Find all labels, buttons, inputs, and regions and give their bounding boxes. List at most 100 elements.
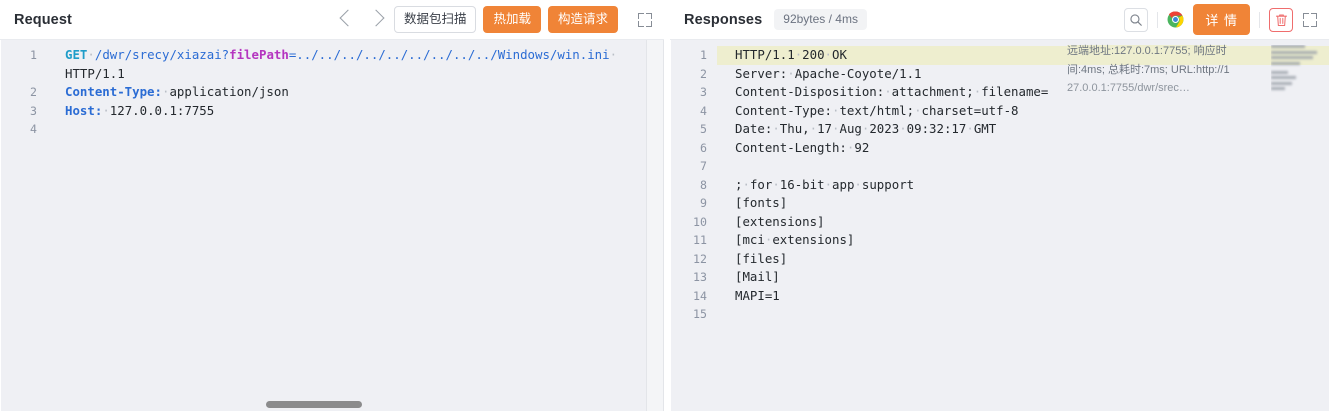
chevron-right-icon <box>367 9 385 26</box>
code-token: application/json <box>169 84 289 99</box>
code-line-text[interactable]: Host:·127.0.0.1:7755 <box>47 102 663 121</box>
code-line-text[interactable]: [Mail] <box>717 268 1329 287</box>
code-token: extensions] <box>772 232 855 247</box>
code-token: filename= <box>981 84 1049 99</box>
code-token: · <box>854 176 862 192</box>
line-number: 10 <box>693 214 707 229</box>
code-token: attachment; <box>891 84 974 99</box>
code-token: Server: <box>735 65 788 81</box>
code-token: · <box>832 121 840 136</box>
line-number: 13 <box>693 270 707 284</box>
code-line: 2 Server:·Apache-Coyote/1.1 <box>671 65 1329 84</box>
line-number: 1 <box>30 48 37 62</box>
code-token: Content-Length: <box>735 139 847 155</box>
packet-scan-button[interactable]: 数据包扫描 <box>393 6 477 33</box>
code-token: Apache-Coyote/1.1 <box>794 65 922 81</box>
code-line-text[interactable]: Content-Disposition:·attachment;·filenam… <box>717 83 1329 102</box>
code-token: Content-Type: <box>65 84 162 99</box>
code-line-text[interactable]: [extensions] <box>717 213 1329 232</box>
code-line-text[interactable]: Content-Type:·application/json <box>47 83 663 102</box>
code-token: 92 <box>854 139 870 155</box>
request-vertical-scrollbar[interactable] <box>646 40 663 411</box>
code-line: 7 <box>671 157 1329 176</box>
code-token: · <box>102 102 110 118</box>
code-token: filePath <box>229 47 289 62</box>
code-token: [files] <box>735 250 788 266</box>
code-line-text[interactable]: MAPI=1 <box>717 287 1329 306</box>
build-request-button[interactable]: 构造请求 <box>547 6 618 33</box>
code-line-wrap-continuation: HTTP/1.1 <box>65 65 125 81</box>
code-token: 200 <box>802 47 825 62</box>
code-token: [Mail] <box>735 269 780 284</box>
code-line-text[interactable]: [fonts] <box>717 194 1329 213</box>
toolbar-divider <box>1259 11 1260 28</box>
code-token: support <box>861 176 915 192</box>
delete-response-button[interactable] <box>1269 7 1293 32</box>
code-token: Content-Disposition: <box>735 84 885 99</box>
chevron-left-icon <box>339 9 357 26</box>
panel-divider <box>664 0 670 411</box>
code-line-text[interactable]: GET·/dwr/srecy/xiazai?filePath=../../../… <box>47 46 663 83</box>
request-code-area: 1 GET·/dwr/srecy/xiazai?filePath=../../..… <box>0 40 664 411</box>
code-token: ; <box>735 176 743 192</box>
prev-request-button[interactable] <box>339 9 357 29</box>
next-request-button[interactable] <box>367 9 385 29</box>
line-number: 7 <box>700 159 707 173</box>
line-number: 2 <box>30 85 37 99</box>
code-line: 14 MAPI=1 <box>671 287 1329 306</box>
expand-icon[interactable] <box>1303 12 1317 27</box>
code-token: · <box>772 121 780 136</box>
code-token: Aug <box>839 121 862 136</box>
line-number: 2 <box>700 66 707 81</box>
code-token: · <box>609 47 618 62</box>
code-token: 16-bit <box>779 176 825 192</box>
line-number: 14 <box>693 288 707 303</box>
code-line-text[interactable]: Server:·Apache-Coyote/1.1 <box>717 65 1329 84</box>
code-token: · <box>973 84 982 99</box>
code-token: Host: <box>65 102 103 118</box>
code-token: for <box>749 176 773 192</box>
code-line-text[interactable]: ;·for·16-bit·app·support <box>717 176 1329 195</box>
code-line-text[interactable]: Date:·Thu,·17·Aug·2023·09:32:17·GMT <box>717 120 1329 139</box>
open-in-browser-button[interactable] <box>1167 11 1184 28</box>
code-token: · <box>809 121 818 136</box>
code-token: · <box>742 176 750 192</box>
code-token: [extensions] <box>735 213 825 229</box>
response-size-time-badge: 92bytes / 4ms <box>774 9 867 30</box>
code-line-text[interactable]: Content-Type:·text/html;·charset=utf-8 <box>717 102 1329 121</box>
search-button[interactable] <box>1124 7 1149 32</box>
code-token: · <box>824 47 833 62</box>
code-line: 13 [Mail] <box>671 268 1329 287</box>
request-panel: Request 数据包扫描 热加载 构造请求 1 GET·/dwr/srecy/x… <box>0 0 664 411</box>
code-token: · <box>914 102 922 118</box>
code-line-text[interactable]: Content-Length:·92 <box>717 139 1329 158</box>
code-token: · <box>899 121 907 136</box>
code-token: Thu, <box>779 121 810 136</box>
code-line-text[interactable]: [files] <box>717 250 1329 269</box>
code-token: · <box>764 232 773 247</box>
request-toolbar: Request 数据包扫描 热加载 构造请求 <box>0 0 664 40</box>
expand-icon[interactable] <box>638 12 652 27</box>
code-token: · <box>884 84 892 99</box>
hot-reload-button[interactable]: 热加载 <box>483 6 541 33</box>
code-line-text[interactable]: [mci·extensions] <box>717 231 1329 250</box>
code-line-text[interactable]: HTTP/1.1·200·OK <box>717 46 1329 65</box>
code-token: GMT <box>973 121 997 136</box>
code-line: 4 <box>1 120 663 139</box>
code-token: text/html; <box>839 102 915 118</box>
code-token: · <box>831 102 840 118</box>
line-number: 4 <box>30 122 37 136</box>
code-token: · <box>794 47 803 62</box>
line-number: 11 <box>693 233 707 247</box>
detail-button[interactable]: 详 情 <box>1193 4 1250 35</box>
request-horizontal-scrollbar-thumb[interactable] <box>266 401 362 408</box>
code-token: · <box>87 47 95 62</box>
code-token: [fonts] <box>735 195 788 210</box>
request-code-scroll[interactable]: 1 GET·/dwr/srecy/xiazai?filePath=../../..… <box>1 40 663 411</box>
